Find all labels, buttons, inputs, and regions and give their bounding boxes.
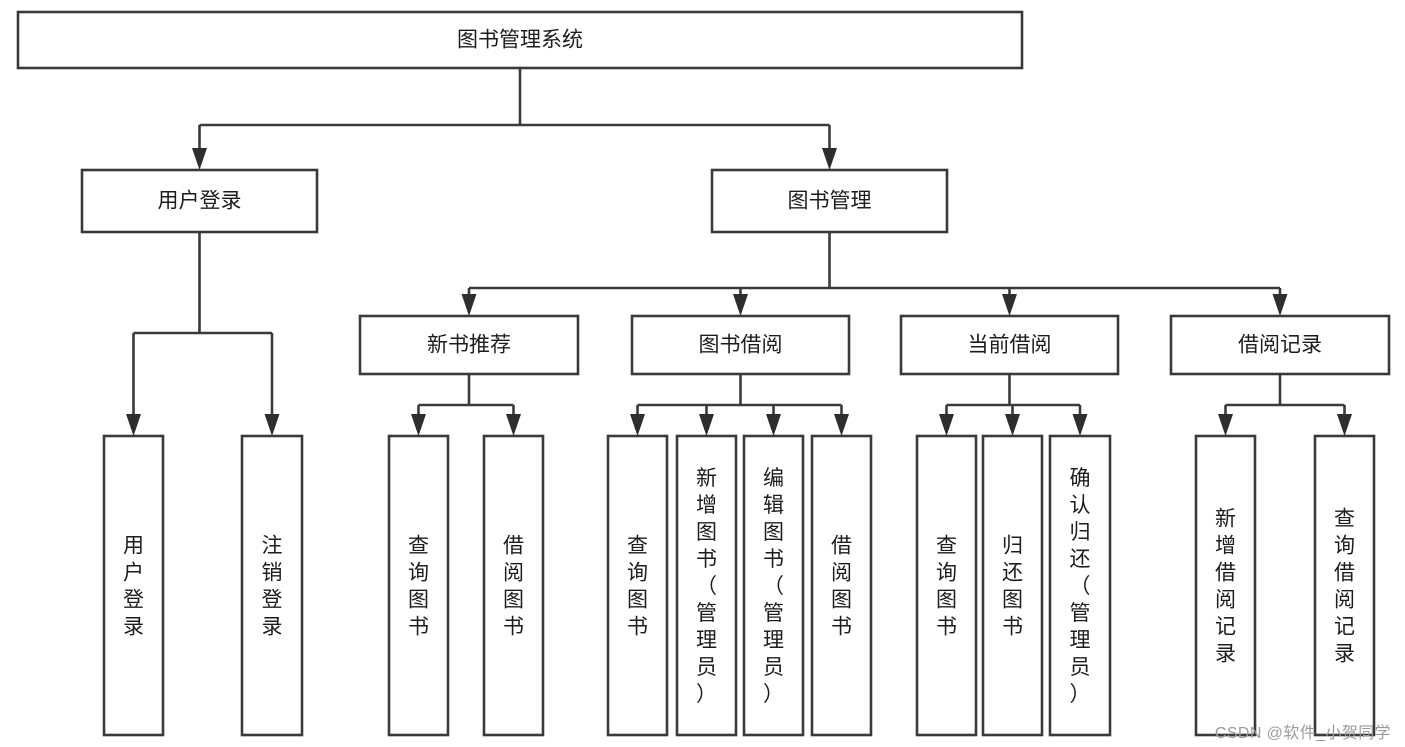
edge-group-bookmgmt [461, 232, 1288, 316]
node-c_confirm[interactable]: 确认归还（管理员） [1048, 434, 1112, 737]
node-box-r_add[interactable] [1194, 434, 1257, 737]
node-label-current: 当前借阅 [968, 334, 1052, 357]
node-newrec[interactable]: 新书推荐 [358, 314, 580, 376]
node-b_add[interactable]: 新增图书（管理员） [675, 434, 738, 737]
node-label-c_query: 查询图书 [936, 535, 957, 639]
node-r_query[interactable]: 查询借阅记录 [1313, 434, 1376, 737]
node-box-b_edit[interactable] [742, 434, 805, 737]
edge-group-records [1218, 374, 1352, 436]
node-box-l_login[interactable] [102, 434, 165, 737]
node-l_login[interactable]: 用户登录 [102, 434, 165, 737]
node-root[interactable]: 图书管理系统 [16, 10, 1024, 70]
node-box-newrec[interactable] [358, 314, 580, 376]
node-label-b_lend: 借阅图书 [831, 535, 852, 639]
edge-group-root [192, 68, 837, 170]
node-box-b_query[interactable] [606, 434, 669, 737]
node-r_add[interactable]: 新增借阅记录 [1194, 434, 1257, 737]
node-label-n_query: 查询图书 [408, 535, 429, 639]
node-label-records: 借阅记录 [1238, 334, 1322, 357]
node-box-borrow[interactable] [630, 314, 851, 376]
edges-layer [126, 68, 1352, 436]
node-label-login: 用户登录 [158, 190, 242, 213]
node-c_query[interactable]: 查询图书 [915, 434, 978, 737]
node-box-bookmgmt[interactable] [710, 168, 949, 234]
node-box-c_query[interactable] [915, 434, 978, 737]
node-label-n_borrow: 借阅图书 [503, 535, 524, 639]
node-n_query[interactable]: 查询图书 [387, 434, 450, 737]
node-bookmgmt[interactable]: 图书管理 [710, 168, 949, 234]
edge-group-newrec [411, 374, 521, 436]
node-box-root[interactable] [16, 10, 1024, 70]
node-label-c_return: 归还图书 [1002, 535, 1023, 639]
node-records[interactable]: 借阅记录 [1169, 314, 1391, 376]
node-label-l_login: 用户登录 [123, 535, 144, 639]
edge-group-login [126, 232, 280, 436]
node-box-b_add[interactable] [675, 434, 738, 737]
node-label-root: 图书管理系统 [457, 29, 583, 52]
node-box-c_confirm[interactable] [1048, 434, 1112, 737]
node-box-b_lend[interactable] [810, 434, 873, 737]
node-box-n_borrow[interactable] [482, 434, 545, 737]
node-box-login[interactable] [80, 168, 319, 234]
node-label-l_logout: 注销登录 [262, 535, 283, 639]
node-label-newrec: 新书推荐 [427, 334, 511, 357]
node-borrow[interactable]: 图书借阅 [630, 314, 851, 376]
node-label-bookmgmt: 图书管理 [788, 190, 872, 213]
node-box-c_return[interactable] [981, 434, 1044, 737]
node-b_edit[interactable]: 编辑图书（管理员） [742, 434, 805, 737]
node-label-b_edit: 编辑图书（管理员） [763, 467, 784, 706]
nodes-layer: 图书管理系统用户登录图书管理新书推荐图书借阅当前借阅借阅记录用户登录注销登录查询… [16, 10, 1391, 737]
node-n_borrow[interactable]: 借阅图书 [482, 434, 545, 737]
node-box-r_query[interactable] [1313, 434, 1376, 737]
node-l_logout[interactable]: 注销登录 [240, 434, 304, 737]
node-c_return[interactable]: 归还图书 [981, 434, 1044, 737]
node-b_lend[interactable]: 借阅图书 [810, 434, 873, 737]
node-box-n_query[interactable] [387, 434, 450, 737]
edge-group-borrow [630, 374, 849, 436]
node-label-r_query: 查询借阅记录 [1334, 508, 1355, 666]
node-label-b_query: 查询图书 [627, 535, 648, 639]
node-box-records[interactable] [1169, 314, 1391, 376]
node-current[interactable]: 当前借阅 [899, 314, 1120, 376]
node-box-l_logout[interactable] [240, 434, 304, 737]
node-label-c_confirm: 确认归还（管理员） [1070, 467, 1091, 706]
node-label-borrow: 图书借阅 [699, 334, 783, 357]
node-b_query[interactable]: 查询图书 [606, 434, 669, 737]
edge-group-current [939, 374, 1088, 436]
node-label-b_add: 新增图书（管理员） [696, 467, 717, 706]
node-login[interactable]: 用户登录 [80, 168, 319, 234]
node-label-r_add: 新增借阅记录 [1215, 508, 1236, 666]
watermark-text: CSDN @软件_小贺同学 [1214, 725, 1391, 742]
node-box-current[interactable] [899, 314, 1120, 376]
